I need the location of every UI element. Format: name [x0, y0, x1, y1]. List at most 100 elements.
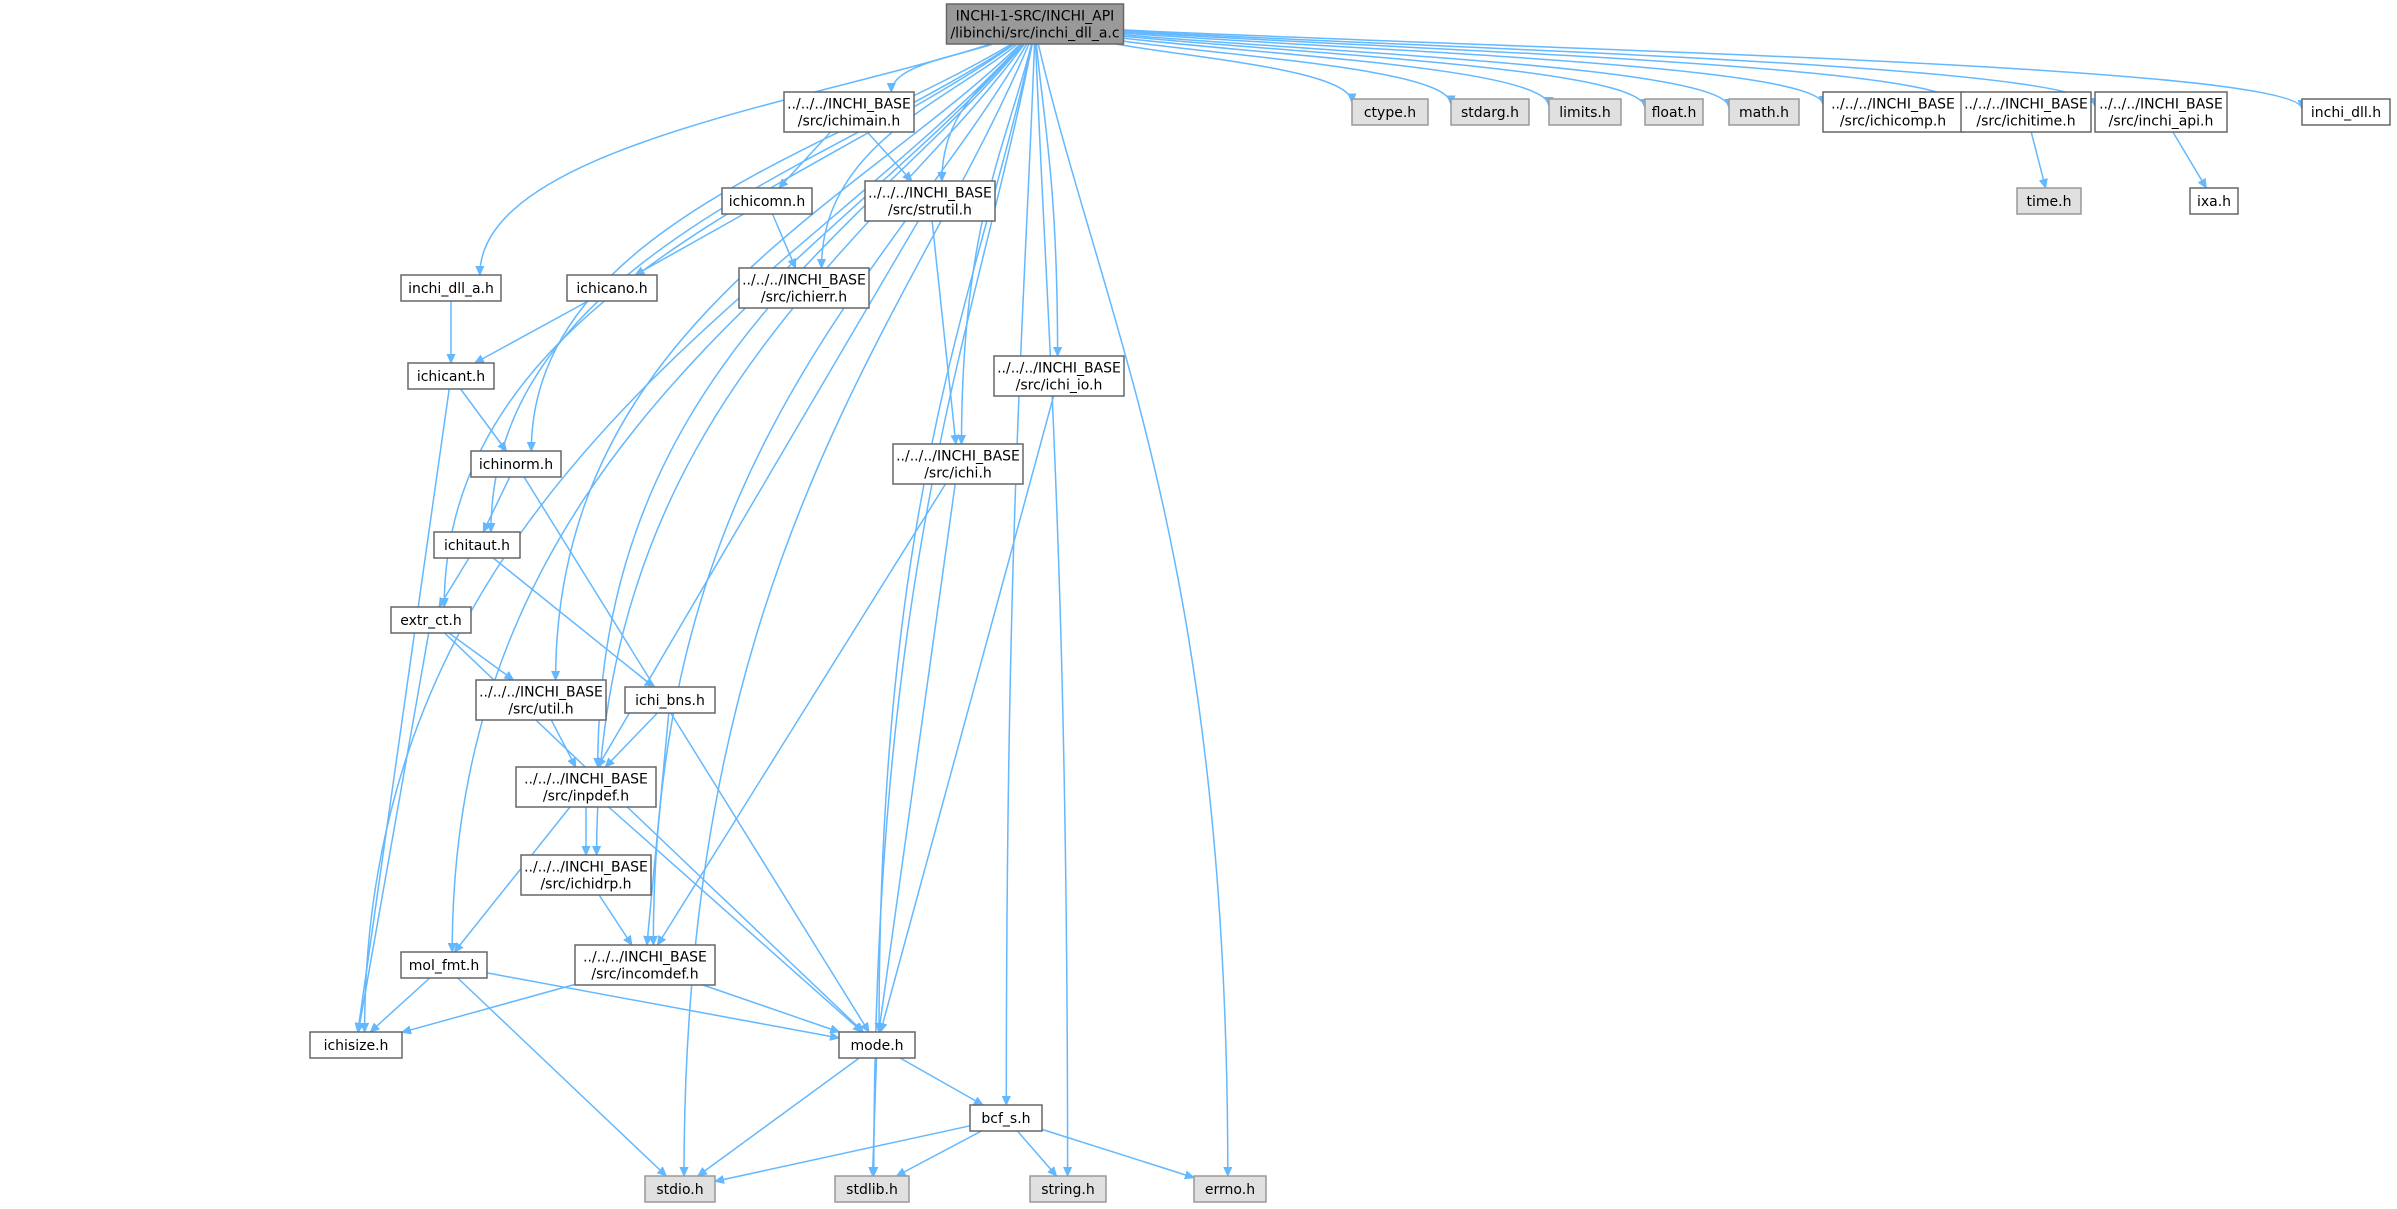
node-stdarg[interactable]: stdarg.h	[1450, 98, 1530, 126]
node-label: limits.h	[1559, 105, 1610, 121]
node-bcf-s[interactable]: bcf_s.h	[969, 1104, 1043, 1132]
edge-ichi-to-incomdef	[658, 483, 947, 945]
node-label: ../../../INCHI_BASE	[583, 950, 707, 966]
node-stdlib[interactable]: stdlib.h	[834, 1175, 910, 1203]
node-ichidrp[interactable]: ../../../INCHI_BASE/src/ichidrp.h	[520, 854, 652, 896]
node-ichi-bns[interactable]: ichi_bns.h	[624, 686, 716, 714]
node-label: ../../../INCHI_BASE	[1964, 97, 2088, 113]
node-box	[2094, 91, 2228, 133]
node-ichisize[interactable]: ichisize.h	[309, 1031, 403, 1059]
node-label: inchi_dll.h	[2311, 105, 2381, 121]
node-label: ichicano.h	[576, 281, 647, 297]
node-inpdef[interactable]: ../../../INCHI_BASE/src/inpdef.h	[515, 766, 657, 808]
node-time[interactable]: time.h	[2016, 187, 2082, 215]
node-label: time.h	[2027, 194, 2072, 210]
node-label: /src/inchi_api.h	[2109, 114, 2214, 130]
node-ixa[interactable]: ixa.h	[2189, 187, 2239, 215]
node-incomdef[interactable]: ../../../INCHI_BASE/src/incomdef.h	[574, 944, 716, 986]
edge-root-to-inchi_dll_a	[480, 43, 992, 275]
edge-root-to-ichisize	[365, 43, 1023, 1032]
edge-root-to-ichitaut	[491, 43, 1015, 532]
node-ichi[interactable]: ../../../INCHI_BASE/src/ichi.h	[892, 443, 1024, 485]
node-errno[interactable]: errno.h	[1193, 1175, 1267, 1203]
node-ichimain[interactable]: ../../../INCHI_BASE/src/ichimain.h	[783, 91, 915, 133]
node-math[interactable]: math.h	[1728, 98, 1800, 126]
node-inchi-api[interactable]: ../../../INCHI_BASE/src/inchi_api.h	[2094, 91, 2228, 133]
edge-inchi_api-to-ixa	[2172, 131, 2207, 188]
node-ctype[interactable]: ctype.h	[1351, 98, 1429, 126]
node-box	[1822, 91, 1964, 133]
node-box	[721, 187, 813, 215]
node-label: ../../../INCHI_BASE	[2099, 97, 2223, 113]
node-ichicomp[interactable]: ../../../INCHI_BASE/src/ichicomp.h	[1822, 91, 1964, 133]
node-stdio[interactable]: stdio.h	[644, 1175, 716, 1203]
node-box	[1548, 98, 1622, 126]
edge-root-to-math	[1123, 33, 1730, 108]
edge-root-to-util	[556, 43, 1021, 680]
node-label: errno.h	[1205, 1182, 1255, 1198]
node-inchi-dll-a[interactable]: inchi_dll_a.h	[400, 274, 502, 302]
node-extr-ct[interactable]: extr_ct.h	[390, 606, 472, 634]
node-label: ichisize.h	[324, 1038, 389, 1054]
edge-bcf_s-to-stdio	[715, 1125, 971, 1182]
node-mol-fmt[interactable]: mol_fmt.h	[400, 951, 488, 979]
node-label: /src/strutil.h	[888, 203, 972, 219]
node-ichinorm[interactable]: ichinorm.h	[470, 450, 562, 478]
edge-root-to-inpdef	[598, 43, 1024, 767]
node-box	[644, 1175, 716, 1203]
node-label: inchi_dll_a.h	[408, 281, 494, 297]
node-limits[interactable]: limits.h	[1548, 98, 1622, 126]
node-label: ichitaut.h	[444, 538, 510, 554]
node-ichitime[interactable]: ../../../INCHI_BASE/src/ichitime.h	[1960, 91, 2092, 133]
node-mode[interactable]: mode.h	[838, 1031, 916, 1059]
node-label: ../../../INCHI_BASE	[997, 361, 1121, 377]
node-box	[1029, 1175, 1107, 1203]
node-float[interactable]: float.h	[1644, 98, 1704, 126]
node-box	[892, 443, 1024, 485]
node-ichicant[interactable]: ichicant.h	[407, 362, 495, 390]
node-label: /src/ichierr.h	[761, 290, 847, 306]
node-label: ../../../INCHI_BASE	[868, 186, 992, 202]
node-label: ../../../INCHI_BASE	[524, 860, 648, 876]
edge-mol_fmt-to-stdio	[457, 977, 667, 1176]
node-label: ixa.h	[2197, 194, 2231, 210]
node-strutil[interactable]: ../../../INCHI_BASE/src/strutil.h	[864, 180, 996, 222]
node-label: /src/ichi_io.h	[1016, 378, 1103, 394]
node-box	[515, 766, 657, 808]
edge-root-to-limits	[1123, 37, 1550, 106]
node-ichitaut[interactable]: ichitaut.h	[433, 531, 521, 559]
edge-root-to-ichi_io	[1035, 43, 1057, 356]
edge-ichicano-to-ichicant	[475, 300, 589, 364]
node-label: float.h	[1652, 105, 1697, 121]
node-box	[993, 355, 1125, 397]
node-box	[945, 3, 1125, 45]
node-ichi-io[interactable]: ../../../INCHI_BASE/src/ichi_io.h	[993, 355, 1125, 397]
node-root[interactable]: INCHI-1-SRC/INCHI_API/libinchi/src/inchi…	[945, 3, 1125, 45]
node-box	[864, 180, 996, 222]
edge-strutil-to-ichi	[931, 220, 956, 444]
node-inchi-dll[interactable]: inchi_dll.h	[2301, 98, 2391, 126]
node-label: stdarg.h	[1461, 105, 1519, 121]
node-box	[574, 944, 716, 986]
node-ichicano[interactable]: ichicano.h	[566, 274, 658, 302]
edge-ichicant-to-ichinorm	[459, 388, 507, 451]
node-string[interactable]: string.h	[1029, 1175, 1107, 1203]
node-box	[738, 267, 870, 309]
edge-incomdef-to-ichisize	[402, 983, 576, 1032]
edge-extr_ct-to-ichisize	[358, 632, 430, 1032]
node-label: /src/ichidrp.h	[540, 877, 631, 893]
node-util[interactable]: ../../../INCHI_BASE/src/util.h	[475, 679, 607, 721]
edge-ichicomn-to-ichierr	[771, 213, 797, 268]
edge-root-to-inchi_api	[1123, 30, 2096, 107]
node-label: extr_ct.h	[400, 613, 461, 629]
node-label: mol_fmt.h	[409, 958, 479, 974]
node-label: string.h	[1041, 1182, 1095, 1198]
node-box	[783, 91, 915, 133]
edge-root-to-bcf_s	[1006, 43, 1036, 1105]
node-ichicomn[interactable]: ichicomn.h	[721, 187, 813, 215]
edge-ichidrp-to-incomdef	[598, 894, 632, 945]
node-ichierr[interactable]: ../../../INCHI_BASE/src/ichierr.h	[738, 267, 870, 309]
node-label: stdio.h	[656, 1182, 703, 1198]
node-label: /src/ichitime.h	[1976, 114, 2075, 130]
node-label: ichicomn.h	[729, 194, 805, 210]
